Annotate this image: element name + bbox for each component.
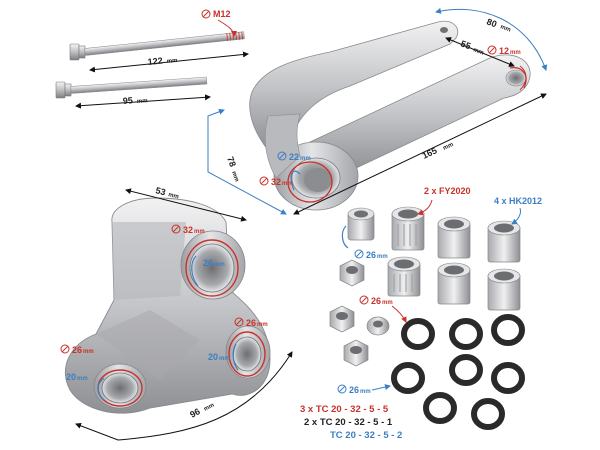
arm-hole-unit: mm [510, 50, 521, 56]
nut-bottom [343, 339, 369, 367]
bearing-c [437, 262, 471, 305]
nut-dim-unit: mm [382, 300, 393, 306]
short-bolt-length: 95 [122, 95, 133, 106]
rocker-top-value: 53 [155, 185, 167, 197]
bolt-long [69, 31, 245, 61]
rocker-left-bore-value: 26 [72, 345, 82, 355]
dimension-rocker-top: 53 mm [125, 185, 247, 222]
arm-bore-outer-unit: mm [282, 181, 293, 187]
rocker-left-bore-unit: mm [83, 349, 94, 355]
dimension-rocker-bottom: 96 mm [75, 351, 293, 441]
seal-ring [391, 362, 425, 394]
nut-middle [329, 305, 355, 333]
bearing-label: 4 x HK2012 [494, 196, 542, 206]
rocker-bottom-value: 96 [188, 406, 202, 420]
rocker-right-bore-inner-value: 20 [208, 352, 218, 362]
arm-bore-inner-unit: mm [300, 156, 311, 162]
callout-bushings: 2 x FY2020 [417, 186, 471, 216]
arm-inner-unit: mm [472, 47, 484, 56]
dimension-arm-inner: 55 mm [445, 37, 515, 67]
rocker-link [64, 197, 271, 414]
arm-inner-value: 55 [459, 38, 472, 51]
rocker-bottom-unit: mm [203, 402, 215, 412]
rocker-right-bore-inner-unit: mm [219, 356, 230, 362]
arm-height-unit: mm [230, 171, 239, 183]
bolt-short [55, 76, 208, 99]
dimension-short-bolt: 95 mm [75, 94, 211, 109]
seal-ring [471, 398, 505, 430]
seal-spec-line-1: 3 x TC 20 - 32 - 5 - 5 [300, 404, 389, 415]
seal-spec-list: 3 x TC 20 - 32 - 5 - 5 2 x TC 20 - 32 - … [300, 404, 402, 441]
callout-arm-hole: 12 mm [487, 45, 527, 91]
rocker-left-bore-inner-unit: mm [77, 376, 88, 382]
rocker-top-bore-inner-unit: mm [214, 262, 225, 268]
long-bolt-unit: mm [167, 58, 178, 65]
bearing-a [437, 216, 471, 259]
rocker-top-bore-unit: mm [194, 229, 205, 235]
dimension-arm-height: 78 mm [207, 108, 287, 215]
rocker-left-bore-inner-value: 20 [66, 372, 76, 382]
spacer-dim-unit: mm [377, 254, 388, 260]
spacer-dim-value: 26 [366, 250, 376, 260]
dimension-long-bolt: 122 mm [89, 51, 249, 73]
seal-spec-line-2: 2 x TC 20 - 32 - 5 - 1 [304, 417, 393, 428]
seal-ring [423, 392, 457, 424]
callout-rocker-top-bore: 32 mm 26 mm [171, 224, 239, 297]
arm-bore-inner-value: 22 [289, 152, 299, 162]
arm-height-value: 78 [225, 155, 238, 168]
callout-spacer: 26 mm [341, 225, 388, 260]
seal-ring [491, 362, 525, 394]
seal-spec-line-3: TC 20 - 32 - 5 - 2 [330, 430, 402, 441]
dimension-arm-width: 80 mm [435, 7, 548, 71]
rocker-right-bore-unit: mm [257, 322, 268, 328]
seal-ring [449, 318, 483, 350]
thread-label: M12 [213, 9, 231, 19]
bearing-d [487, 268, 521, 311]
rocker-top-bore-inner-value: 26 [203, 258, 213, 268]
bushing-a [391, 206, 425, 251]
seal-ring [449, 354, 483, 386]
arm-length-unit: mm [442, 142, 454, 152]
thread-size-callout: M12 [201, 9, 237, 37]
arm-width-unit: mm [499, 24, 511, 33]
rocker-right-bore-value: 26 [246, 318, 256, 328]
callout-seal: 26 mm [337, 384, 391, 395]
short-bolt-unit: mm [137, 98, 148, 105]
arm-length-value: 165 [421, 145, 439, 160]
nut-top [339, 259, 365, 287]
seal-dim-value: 26 [349, 385, 359, 395]
arm-width-value: 80 [485, 16, 498, 29]
arm-bore-outer-value: 32 [271, 177, 281, 187]
callout-arm-bore: 22 mm 32 mm [259, 151, 333, 203]
spacer-top [347, 207, 375, 241]
seal-dim-unit: mm [360, 389, 371, 395]
long-bolt-length: 122 [147, 55, 163, 67]
arm-hole-value: 12 [499, 46, 509, 56]
bushing-label: 2 x FY2020 [424, 186, 471, 196]
bushing-b [387, 256, 421, 297]
rocker-top-bore-value: 32 [183, 225, 193, 235]
callout-bearings: 4 x HK2012 [494, 196, 542, 225]
callout-nut: 26 mm [359, 295, 407, 323]
seal-rings [391, 314, 525, 430]
seal-ring [401, 318, 435, 350]
rocker-top-unit: mm [168, 192, 180, 200]
washer-small [366, 316, 390, 336]
nut-dim-value: 26 [371, 296, 381, 306]
seal-ring [491, 314, 525, 346]
bearing-b [487, 220, 521, 263]
